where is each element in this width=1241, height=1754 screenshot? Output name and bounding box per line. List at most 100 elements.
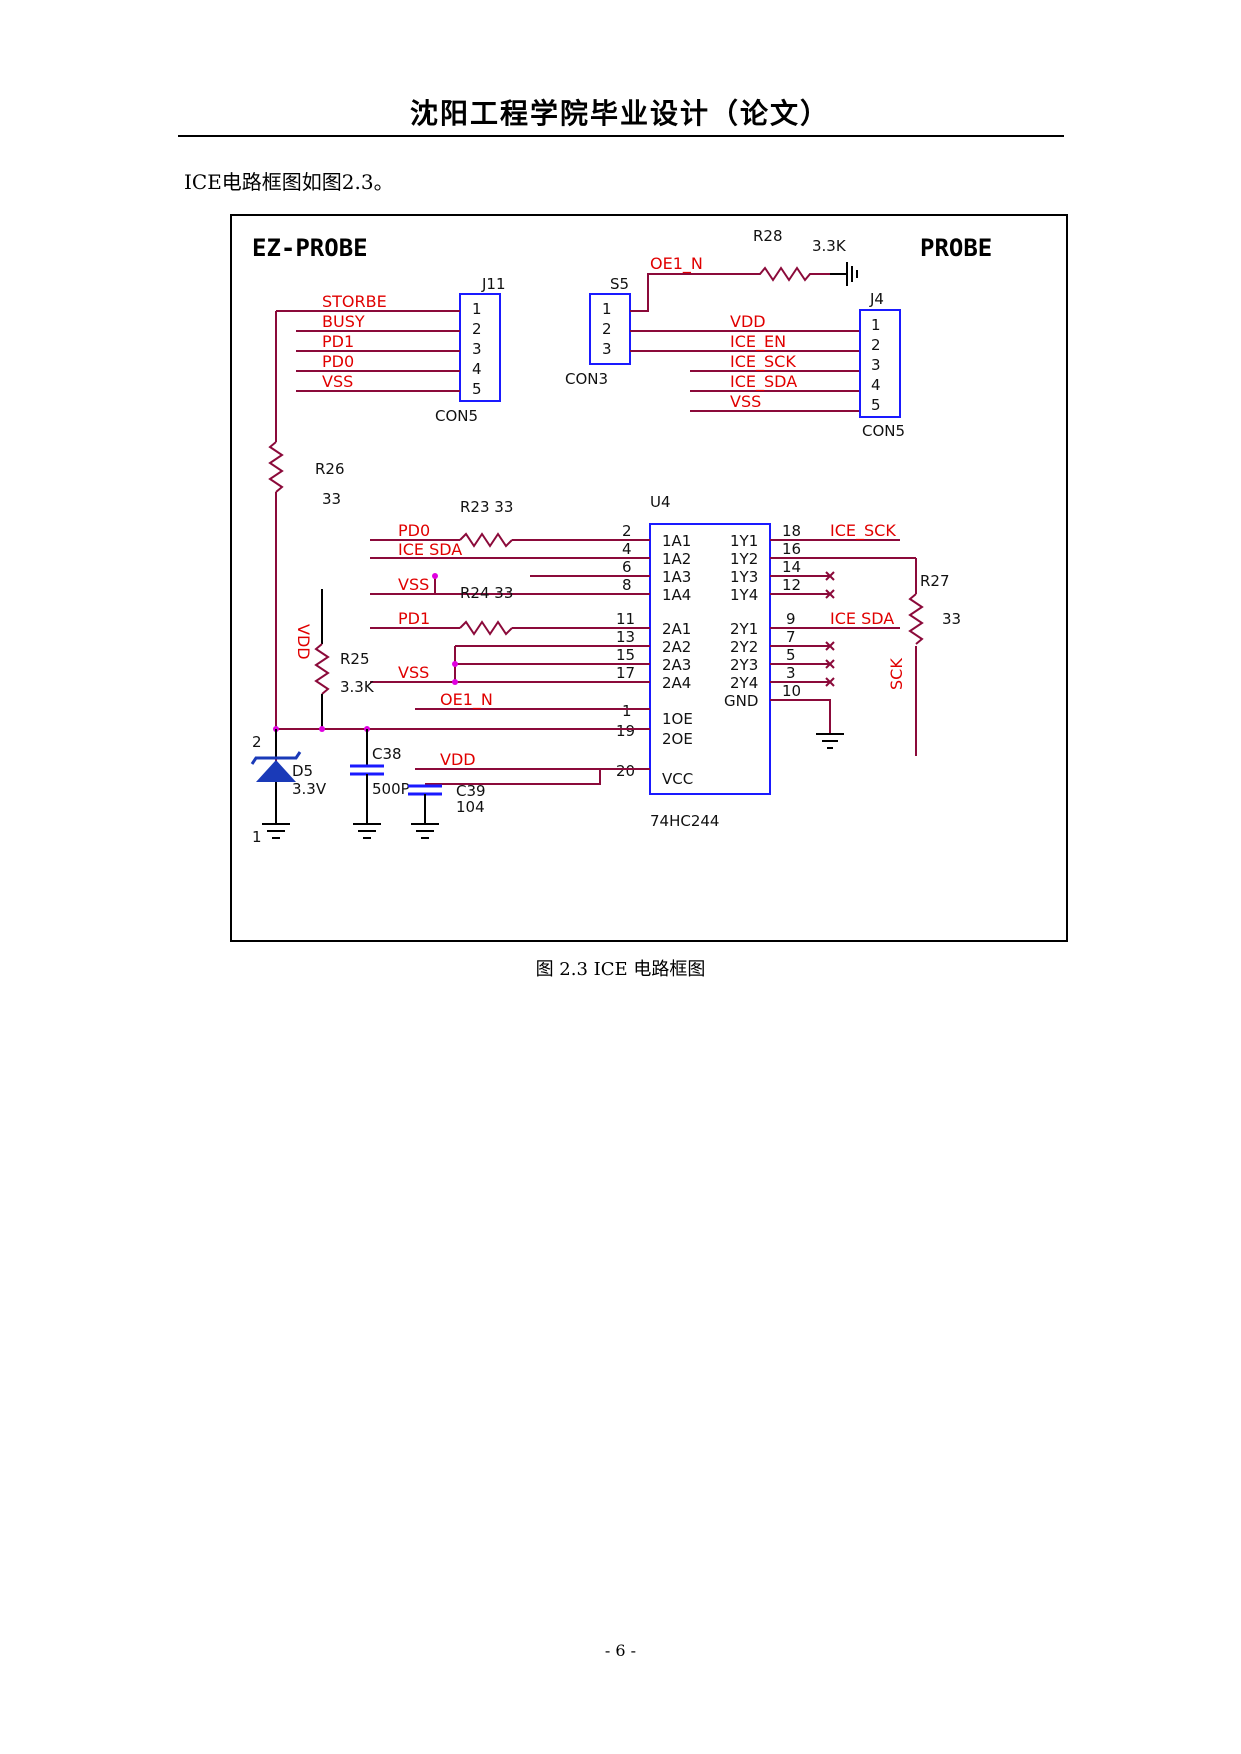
net-vss-2: VSS bbox=[398, 663, 429, 682]
u4-pin-name-2a3: 2A3 bbox=[662, 656, 691, 674]
page-number: - 6 - bbox=[604, 1641, 637, 1660]
u4-pin-num-9: 9 bbox=[786, 610, 796, 628]
j4-pin-4: 4 bbox=[871, 376, 881, 394]
u4-right-wires bbox=[770, 539, 917, 756]
r26-value: 33 bbox=[322, 490, 341, 508]
u4-pin-num-14: 14 bbox=[782, 558, 801, 576]
header-rule bbox=[178, 135, 1064, 137]
u4-pin-num-6: 6 bbox=[622, 558, 632, 576]
net-ice-sda-right: ICE SDA bbox=[830, 609, 894, 628]
j4-net-ice-sda: ICE_SDA bbox=[730, 372, 797, 392]
u4-pin-name-2y1: 2Y1 bbox=[730, 620, 758, 638]
j11-wires bbox=[276, 310, 460, 392]
u4-pin-num-20: 20 bbox=[616, 762, 635, 780]
d5-bar bbox=[250, 751, 302, 765]
c38-ref: C38 bbox=[372, 745, 402, 763]
r27-resistor bbox=[908, 593, 924, 645]
u4-gnd-symbol bbox=[816, 733, 844, 749]
d5-ref: D5 bbox=[292, 762, 313, 780]
u4-pin-name-1oe: 1OE bbox=[662, 710, 693, 728]
net-ice-sda-left: ICE SDA bbox=[398, 540, 462, 559]
j11-pin-3: 3 bbox=[472, 340, 482, 358]
j4-net-ice-en: ICE_EN bbox=[730, 332, 786, 352]
c39-ref: C39 bbox=[456, 782, 486, 800]
r25-ref: R25 bbox=[340, 650, 370, 668]
u4-pin-num-4: 4 bbox=[622, 540, 632, 558]
s5-type: CON3 bbox=[565, 370, 608, 388]
j4-body bbox=[859, 309, 901, 418]
j4-ref: J4 bbox=[869, 290, 884, 308]
j11-net-pd1: PD1 bbox=[322, 332, 354, 351]
j11-pin-2: 2 bbox=[472, 320, 482, 338]
d5-value: 3.3V bbox=[292, 780, 327, 798]
r25-value: 3.3K bbox=[340, 678, 375, 696]
ice-circuit-figure: EZ-PROBE PROBE J11 CON5 1 2 3 4 5 STORBE… bbox=[230, 214, 1068, 942]
u4-pin-name-1a3: 1A3 bbox=[662, 568, 691, 586]
u4-pin-name-1a4: 1A4 bbox=[662, 586, 691, 604]
page-header-title: 沈阳工程学院毕业设计（论文） bbox=[409, 97, 830, 130]
vdd-vertical-label: VDD bbox=[294, 624, 313, 660]
r28-net-oe1n: OE1_N bbox=[650, 254, 703, 274]
j11-pin-4: 4 bbox=[472, 360, 482, 378]
j11-net-busy: BUSY bbox=[322, 312, 365, 331]
s5-pin-2: 2 bbox=[602, 320, 612, 338]
u4-pin-num-18: 18 bbox=[782, 522, 801, 540]
r27-ref: R27 bbox=[920, 572, 950, 590]
u4-pin-name-1y4: 1Y4 bbox=[730, 586, 758, 604]
junction-vss-1 bbox=[432, 573, 438, 579]
u4-pin-name-2oe: 2OE bbox=[662, 730, 693, 748]
j4-net-ice-sck: ICE_SCK bbox=[730, 352, 796, 372]
j4-pin-1: 1 bbox=[871, 316, 881, 334]
u4-pin-num-16: 16 bbox=[782, 540, 801, 558]
d5-pin-bottom: 1 bbox=[252, 828, 262, 846]
u4-pin-name-1y3: 1Y3 bbox=[730, 568, 758, 586]
u4-left-wires bbox=[276, 532, 650, 770]
u4-pin-name-1y2: 1Y2 bbox=[730, 550, 758, 568]
c39-value: 104 bbox=[456, 798, 485, 816]
u4-pin-name-2a4: 2A4 bbox=[662, 674, 691, 692]
s5-pin-3: 3 bbox=[602, 340, 612, 358]
u4-pin-num-11: 11 bbox=[616, 610, 635, 628]
net-pd0: PD0 bbox=[398, 521, 430, 540]
figure-caption: 图 2.3 ICE 电路框图 bbox=[535, 959, 706, 980]
u4-pin-name-1y1: 1Y1 bbox=[730, 532, 758, 550]
u4-pin-num-15: 15 bbox=[616, 646, 635, 664]
r28-ref: R28 bbox=[753, 227, 783, 245]
s5-j4-wires bbox=[630, 330, 860, 412]
r26-resistor bbox=[268, 441, 284, 493]
junction-vss-2 bbox=[452, 661, 458, 667]
u4-pin-name-2y3: 2Y3 bbox=[730, 656, 758, 674]
junction-vss-3 bbox=[452, 679, 458, 685]
r26-ref: R26 bbox=[315, 460, 345, 478]
s5-oe-wire bbox=[630, 273, 750, 312]
r28-resistor bbox=[750, 266, 830, 282]
net-oe1n: OE1_N bbox=[440, 690, 493, 710]
j4-type: CON5 bbox=[862, 422, 905, 440]
net-pd1: PD1 bbox=[398, 609, 430, 628]
s5-ref: S5 bbox=[610, 275, 629, 293]
s5-pin-1: 1 bbox=[602, 300, 612, 318]
j11-body bbox=[459, 293, 501, 402]
u4-ref: U4 bbox=[650, 493, 671, 511]
u4-pin-name-gnd: GND bbox=[724, 692, 758, 710]
d5-body bbox=[256, 760, 296, 782]
j4-net-vss: VSS bbox=[730, 392, 761, 411]
j11-type: CON5 bbox=[435, 407, 478, 425]
r23-label: R23 33 bbox=[460, 498, 513, 516]
intro-paragraph: ICE电路框图如图2.3。 bbox=[184, 170, 394, 194]
j11-ref: J11 bbox=[481, 275, 506, 293]
probe-title: PROBE bbox=[920, 234, 992, 262]
c39-top-wire bbox=[425, 769, 601, 785]
u4-pin-name-2a1: 2A1 bbox=[662, 620, 691, 638]
u4-pin-num-13: 13 bbox=[616, 628, 635, 646]
net-sck-vertical: SCK bbox=[887, 658, 906, 690]
u4-pin-name-1a1: 1A1 bbox=[662, 532, 691, 550]
u4-pin-num-2: 2 bbox=[622, 522, 632, 540]
j4-pin-2: 2 bbox=[871, 336, 881, 354]
junction-2oe-2 bbox=[319, 726, 325, 732]
net-ice-sck-right: ICE_SCK bbox=[830, 521, 896, 541]
ez-probe-title: EZ-PROBE bbox=[252, 234, 368, 262]
u4-pin-num-10: 10 bbox=[782, 682, 801, 700]
u4-pin-num-12: 12 bbox=[782, 576, 801, 594]
u4-pin-num-17: 17 bbox=[616, 664, 635, 682]
